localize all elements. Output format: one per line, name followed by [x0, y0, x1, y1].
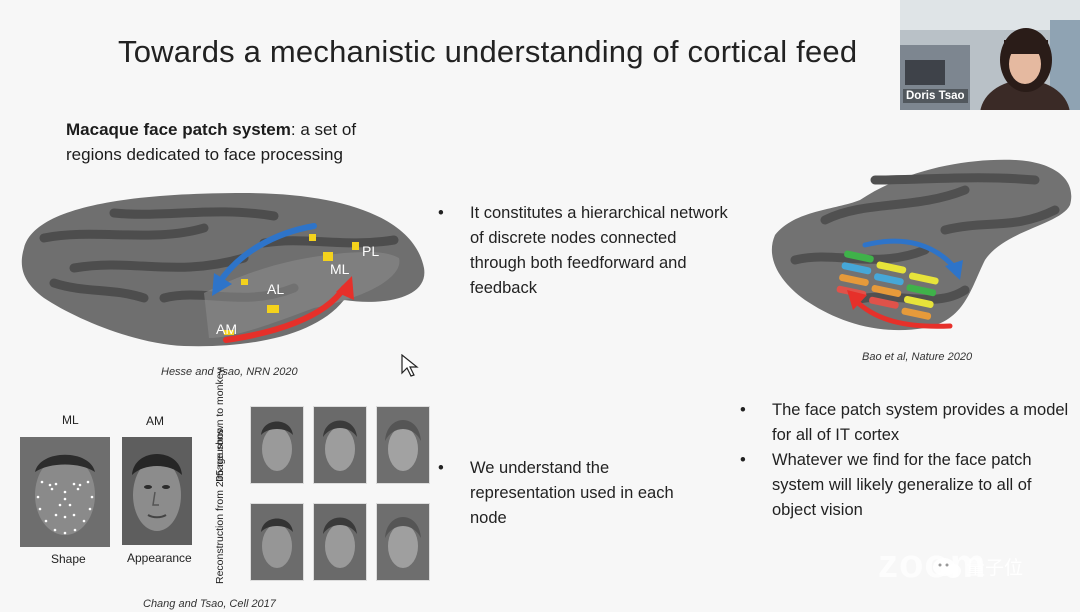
reconstructed-face-3	[376, 503, 430, 581]
right-brain-figure	[771, 159, 1072, 331]
zoom-watermark: zoom	[878, 542, 987, 586]
bullets-middle-top: It constitutes a hierarchical network of…	[438, 201, 728, 301]
label-reconstruction: Reconstruction from 205 neurons	[214, 428, 226, 584]
watermark-text: 量子位	[966, 558, 1024, 579]
participant-video[interactable]: Doris Tsao	[900, 0, 1080, 110]
slide-title: Towards a mechanistic understanding of c…	[118, 34, 858, 69]
face-patch-heading: Macaque face patch system: a set of regi…	[66, 117, 356, 167]
reconstructed-face-2	[313, 503, 367, 581]
heading-line2: regions dedicated to face processing	[66, 145, 343, 164]
label-am: AM	[216, 321, 237, 337]
label-al: AL	[267, 281, 284, 297]
shown-face-2	[313, 406, 367, 484]
caption-right: Bao et al, Nature 2020	[862, 351, 973, 363]
shown-face-1	[250, 406, 304, 484]
face-shape-image	[20, 437, 110, 547]
face-label-am: AM	[146, 414, 164, 428]
face-label-ml: ML	[62, 413, 79, 427]
caption-bottom: Chang and Tsao, Cell 2017	[143, 598, 276, 610]
participant-video-image	[900, 0, 1080, 110]
label-pl: PL	[362, 243, 379, 259]
face-appearance-image	[122, 437, 192, 545]
bullet-representation: We understand the representation used in…	[438, 456, 678, 531]
shown-face-3	[376, 406, 430, 484]
bullet-generalize: Whatever we find for the face patch syst…	[740, 448, 1070, 523]
bullet-it-cortex: The face patch system provides a model f…	[740, 398, 1070, 448]
caption-left: Hesse and Tsao, NRN 2020	[161, 366, 298, 378]
heading-rest: : a set of	[290, 120, 357, 139]
face-label-appearance: Appearance	[127, 551, 192, 565]
face-label-shape: Shape	[51, 552, 86, 566]
bullets-middle-bottom: We understand the representation used in…	[438, 456, 678, 531]
left-brain-figure: AM AL ML PL	[21, 193, 425, 347]
heading-bold: Macaque face patch system	[66, 120, 291, 139]
participant-name: Doris Tsao	[903, 89, 968, 103]
bullet-hierarchical: It constitutes a hierarchical network of…	[438, 201, 728, 301]
mouse-cursor-icon	[401, 354, 419, 377]
label-ml: ML	[330, 261, 350, 277]
reconstructed-face-1	[250, 503, 304, 581]
wechat-icon	[933, 558, 961, 578]
bullets-right: The face patch system provides a model f…	[740, 398, 1070, 523]
